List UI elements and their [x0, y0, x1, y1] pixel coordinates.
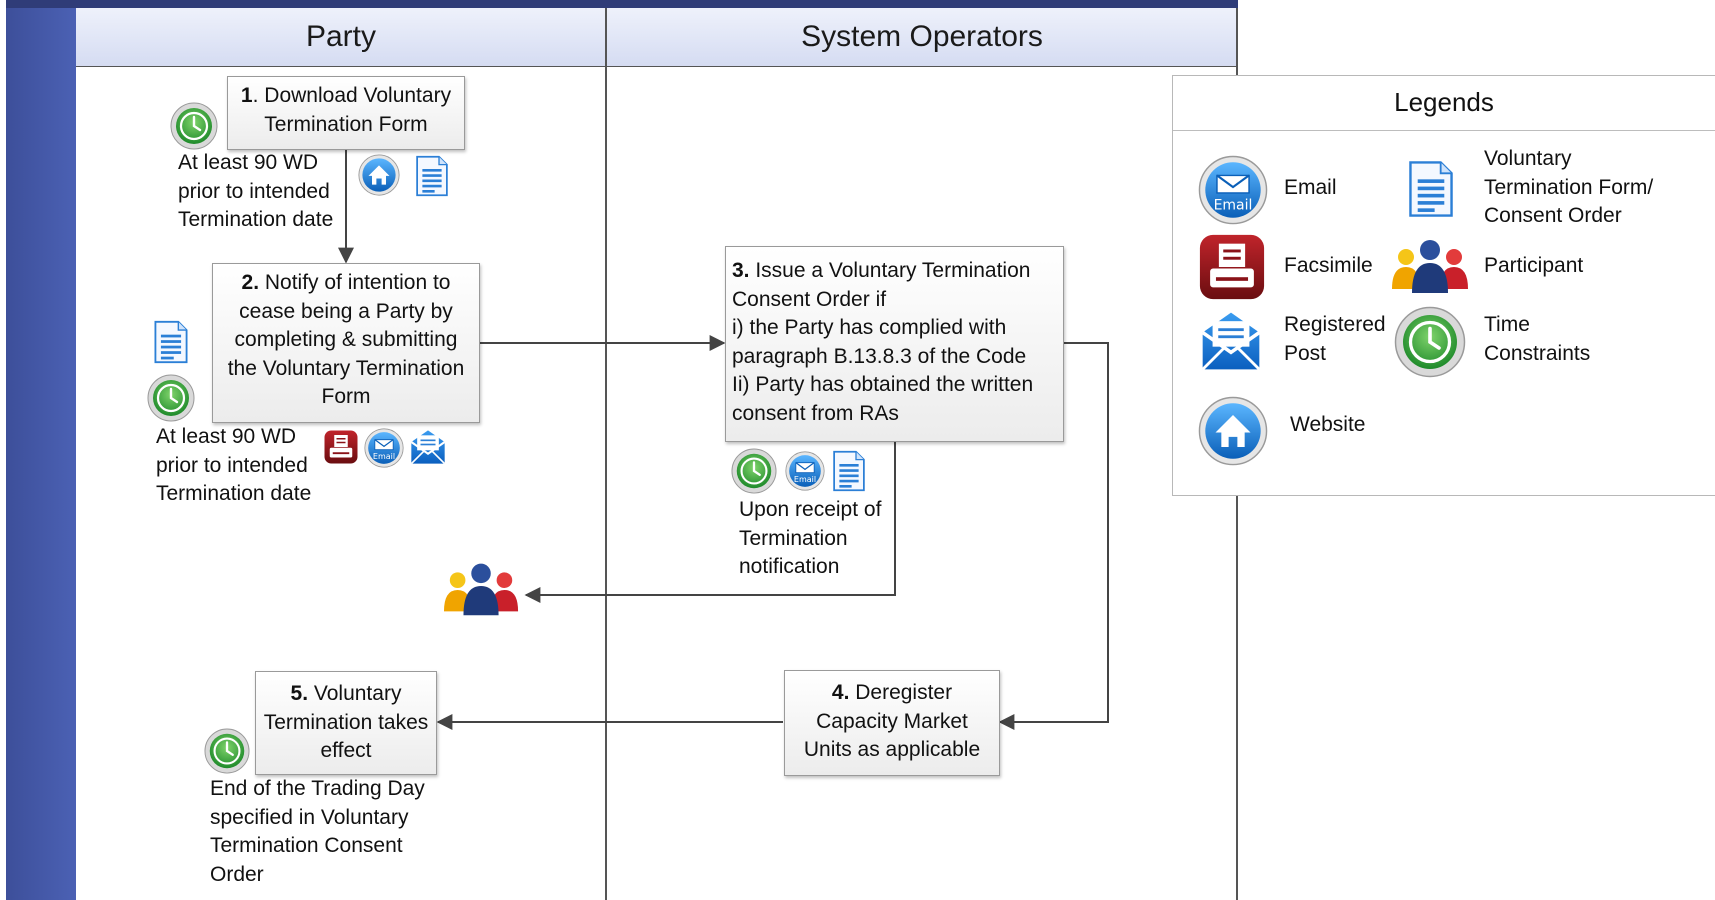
connector-3-to-4: [998, 342, 1109, 730]
legend-form-label: Voluntary Termination Form/ Consent Orde…: [1484, 147, 1654, 227]
email-icon-label: Email: [373, 452, 395, 461]
step-1-number: 1: [240, 84, 253, 107]
email-icon-label: Email: [794, 475, 816, 484]
lane-header-party: Party: [76, 8, 606, 67]
lane-header-system-operators: System Operators: [607, 8, 1237, 67]
form-document-icon: [414, 155, 450, 197]
facsimile-icon: [323, 429, 359, 465]
step-5-box: 5. Voluntary Termination takes effect: [255, 671, 437, 775]
legend-website-label: Website: [1290, 413, 1366, 436]
step-3-box: 3. Issue a Voluntary Termination Consent…: [725, 246, 1064, 442]
email-icon: Email: [785, 451, 825, 491]
legend-email-label: Email: [1284, 176, 1337, 199]
step-2-time-note: At least 90 WD prior to intended Termina…: [156, 425, 312, 505]
connector-3-to-participant: [524, 442, 896, 603]
step-4-text: Deregister Capacity Market Units as appl…: [803, 681, 981, 761]
clock-icon: [147, 374, 195, 422]
clock-icon: [731, 448, 777, 494]
email-icon: Email: [364, 428, 404, 468]
legend-participant-label: Participant: [1484, 254, 1584, 277]
email-icon: Email: [1198, 155, 1268, 225]
website-icon: [1198, 396, 1268, 466]
step-1-text: . Download Voluntary Termination Form: [252, 84, 452, 136]
step-5-text: Voluntary Termination takes effect: [263, 682, 429, 762]
clock-icon: [170, 102, 218, 150]
form-document-icon: [1404, 160, 1458, 218]
legend-facsimile-label: Facsimile: [1284, 254, 1373, 277]
form-document-icon: [831, 450, 867, 492]
registered-post-icon: [1197, 306, 1265, 376]
lane-divider: [605, 8, 607, 900]
step-1-time-note: At least 90 WD prior to intended Termina…: [178, 151, 334, 231]
swimlane-top-bar: [6, 0, 1238, 8]
clock-icon: [204, 728, 250, 774]
clock-icon: [1394, 306, 1466, 378]
step-2-number: 2.: [241, 271, 260, 294]
step-5-number: 5.: [290, 682, 309, 705]
step-2-box: 2. Notify of intention to cease being a …: [212, 263, 480, 423]
legend-time-constraints-label: Time Constraints: [1484, 313, 1591, 365]
swimlane-left-bar: [6, 0, 76, 900]
form-document-icon: [152, 320, 190, 364]
step-3-time-note: Upon receipt of Termination notification: [739, 498, 882, 578]
website-icon: [358, 154, 400, 196]
registered-post-icon: [408, 427, 448, 467]
step-1-box: 1. Download Voluntary Termination Form: [227, 76, 465, 150]
step-3-number: 3.: [732, 259, 750, 282]
participant-icon: [1391, 236, 1471, 294]
email-icon-label: Email: [1214, 198, 1253, 214]
step-3-text: Issue a Voluntary Termination Consent Or…: [732, 259, 1031, 311]
step-4-number: 4.: [831, 681, 850, 704]
step-5-time-note: End of the Trading Day specified in Volu…: [210, 777, 425, 886]
step-4-box: 4. Deregister Capacity Market Units as a…: [784, 670, 1000, 776]
step-2-text: Notify of intention to cease being a Par…: [227, 271, 465, 408]
step-3-condition-2: Ii) Party has obtained the written conse…: [732, 373, 1034, 425]
legend-title: Legends: [1173, 76, 1715, 131]
participant-icon: [443, 560, 521, 616]
legend-registered-post-label: Registered Post: [1284, 313, 1386, 365]
step-3-condition-1: i) the Party has complied with paragraph…: [732, 316, 1027, 368]
facsimile-icon: [1197, 232, 1267, 302]
